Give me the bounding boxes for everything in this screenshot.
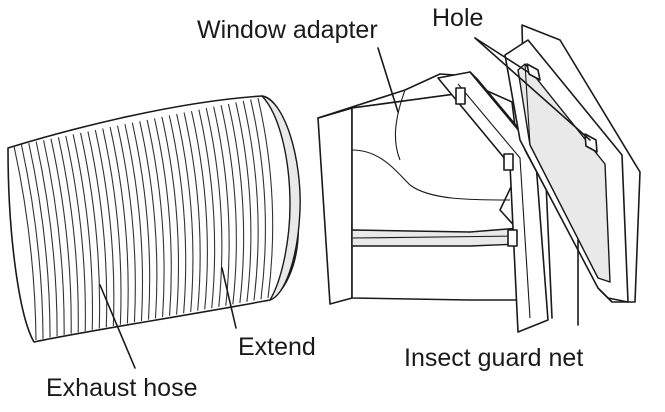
hose-rib [190, 110, 208, 310]
window-adapter-clip-bottom [507, 229, 518, 247]
hose-rib [28, 142, 51, 338]
hose-rib [80, 132, 101, 329]
label-insect-guard-net: Insect guard net [404, 344, 583, 372]
hose-rib [87, 131, 108, 328]
hose-rib [183, 112, 201, 311]
exhaust-hose-body [7, 95, 300, 343]
window-adapter-groove-line [351, 235, 521, 239]
label-extend: Extend [238, 333, 316, 361]
hose-rib [20, 144, 44, 339]
insect-guard-inner-edge [524, 63, 599, 279]
label-hole: Hole [432, 4, 483, 32]
hose-rib [168, 115, 187, 314]
hose-rib [139, 121, 158, 319]
hose-rib [43, 140, 65, 335]
hose-rib [198, 109, 216, 309]
hose-rib [220, 105, 237, 305]
hose-rib [35, 141, 58, 337]
label-exhaust-hose: Exhaust hose [46, 374, 198, 402]
window-adapter-clip-mid [503, 153, 514, 171]
hose-rib [146, 119, 165, 318]
leader-exhaust-hose [99, 284, 136, 369]
hose-rib [176, 113, 194, 313]
hose-rib [65, 135, 86, 332]
leader-hole-1 [474, 37, 529, 73]
hose-rib [242, 100, 259, 301]
insect-guard-frame [504, 24, 641, 303]
hose-rib [161, 116, 180, 315]
hose-rib [109, 126, 129, 324]
window-adapter-front-face [317, 107, 353, 305]
hole-top [526, 63, 541, 81]
hose-rib [72, 134, 94, 330]
hose-rib [124, 124, 144, 321]
hose-rib [102, 128, 122, 325]
label-window-adapter: Window adapter [197, 16, 378, 44]
hose-rib [116, 125, 136, 323]
hose-rib [227, 103, 245, 304]
window-adapter-transition-line [351, 149, 511, 201]
hose-rib [13, 145, 37, 341]
hose-rib [257, 97, 274, 299]
leader-window-adapter [377, 47, 399, 113]
exhaust-hose-end [261, 95, 301, 301]
leader-lines [99, 37, 591, 369]
hose-rib [131, 122, 151, 320]
hose-rib [235, 102, 252, 302]
leader-extend [221, 267, 237, 329]
window-adapter-crease [394, 89, 406, 161]
hose-rib [205, 108, 223, 307]
hose-rib [94, 129, 115, 327]
exhaust-hose-ribs [13, 97, 274, 341]
window-adapter-flange-edge [469, 71, 553, 319]
exhaust-hose [7, 95, 301, 343]
leader-hole-2 [474, 37, 591, 141]
window-adapter-clip-top [455, 87, 466, 105]
hose-rib [57, 137, 79, 333]
window-adapter-flange-inner [457, 83, 531, 319]
hose-rib [50, 138, 72, 334]
hose-rib [153, 118, 172, 316]
hose-rib [250, 99, 266, 300]
hose-rib [213, 106, 230, 306]
